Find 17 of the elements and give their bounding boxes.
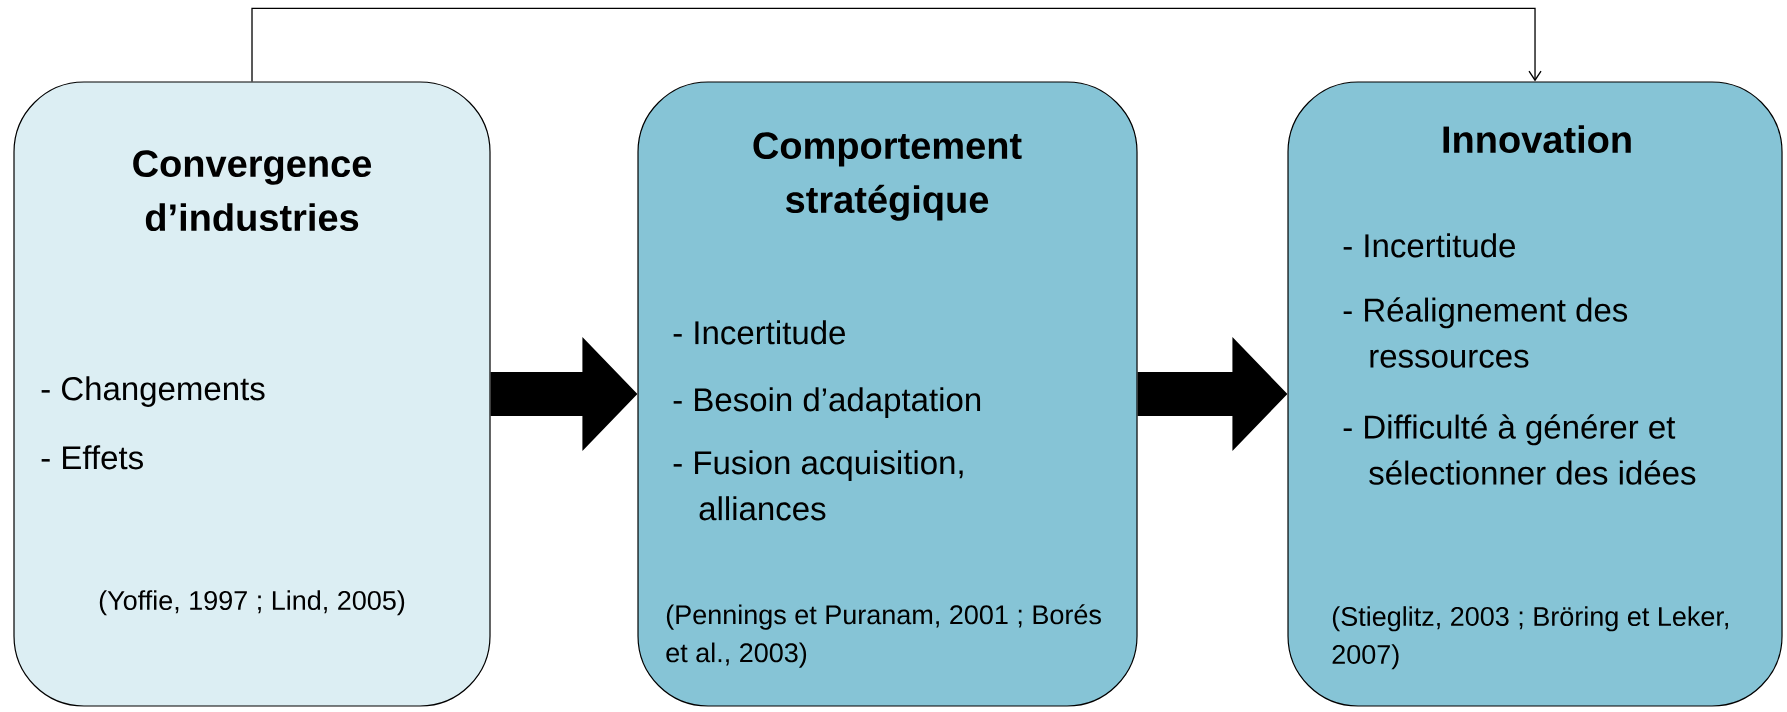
bullet-item: - Difficulté à générer et sélectionner des idées	[1343, 414, 1696, 485]
block-arrow	[1137, 337, 1288, 451]
bullet-item: - Incertitude	[673, 320, 845, 345]
box-title: Convergence d’industries	[133, 150, 372, 232]
box-title: Innovation	[1443, 125, 1631, 154]
citation: (Stieglitz, 2003 ; Bröring et Leker, 2007)	[1332, 606, 1728, 670]
bullet-item: - Changements	[41, 376, 265, 407]
bullet-item: - Réalignement des ressources	[1343, 297, 1628, 368]
bullet-item: - Effets	[41, 445, 143, 470]
citation: (Yoffie, 1997 ; Lind, 2005)	[99, 590, 405, 616]
box-title: Comportement stratégique	[753, 132, 1022, 221]
bullet-item: - Incertitude	[1343, 233, 1515, 258]
bullet-item: - Fusion acquisition, alliances	[673, 450, 963, 521]
bullet-item: - Besoin d’adaptation	[673, 387, 981, 418]
citation: (Pennings et Puranam, 2001 ; Borés et al., 2003)	[666, 604, 1101, 668]
block-arrow	[490, 337, 638, 451]
arrow	[251, 7, 1542, 83]
